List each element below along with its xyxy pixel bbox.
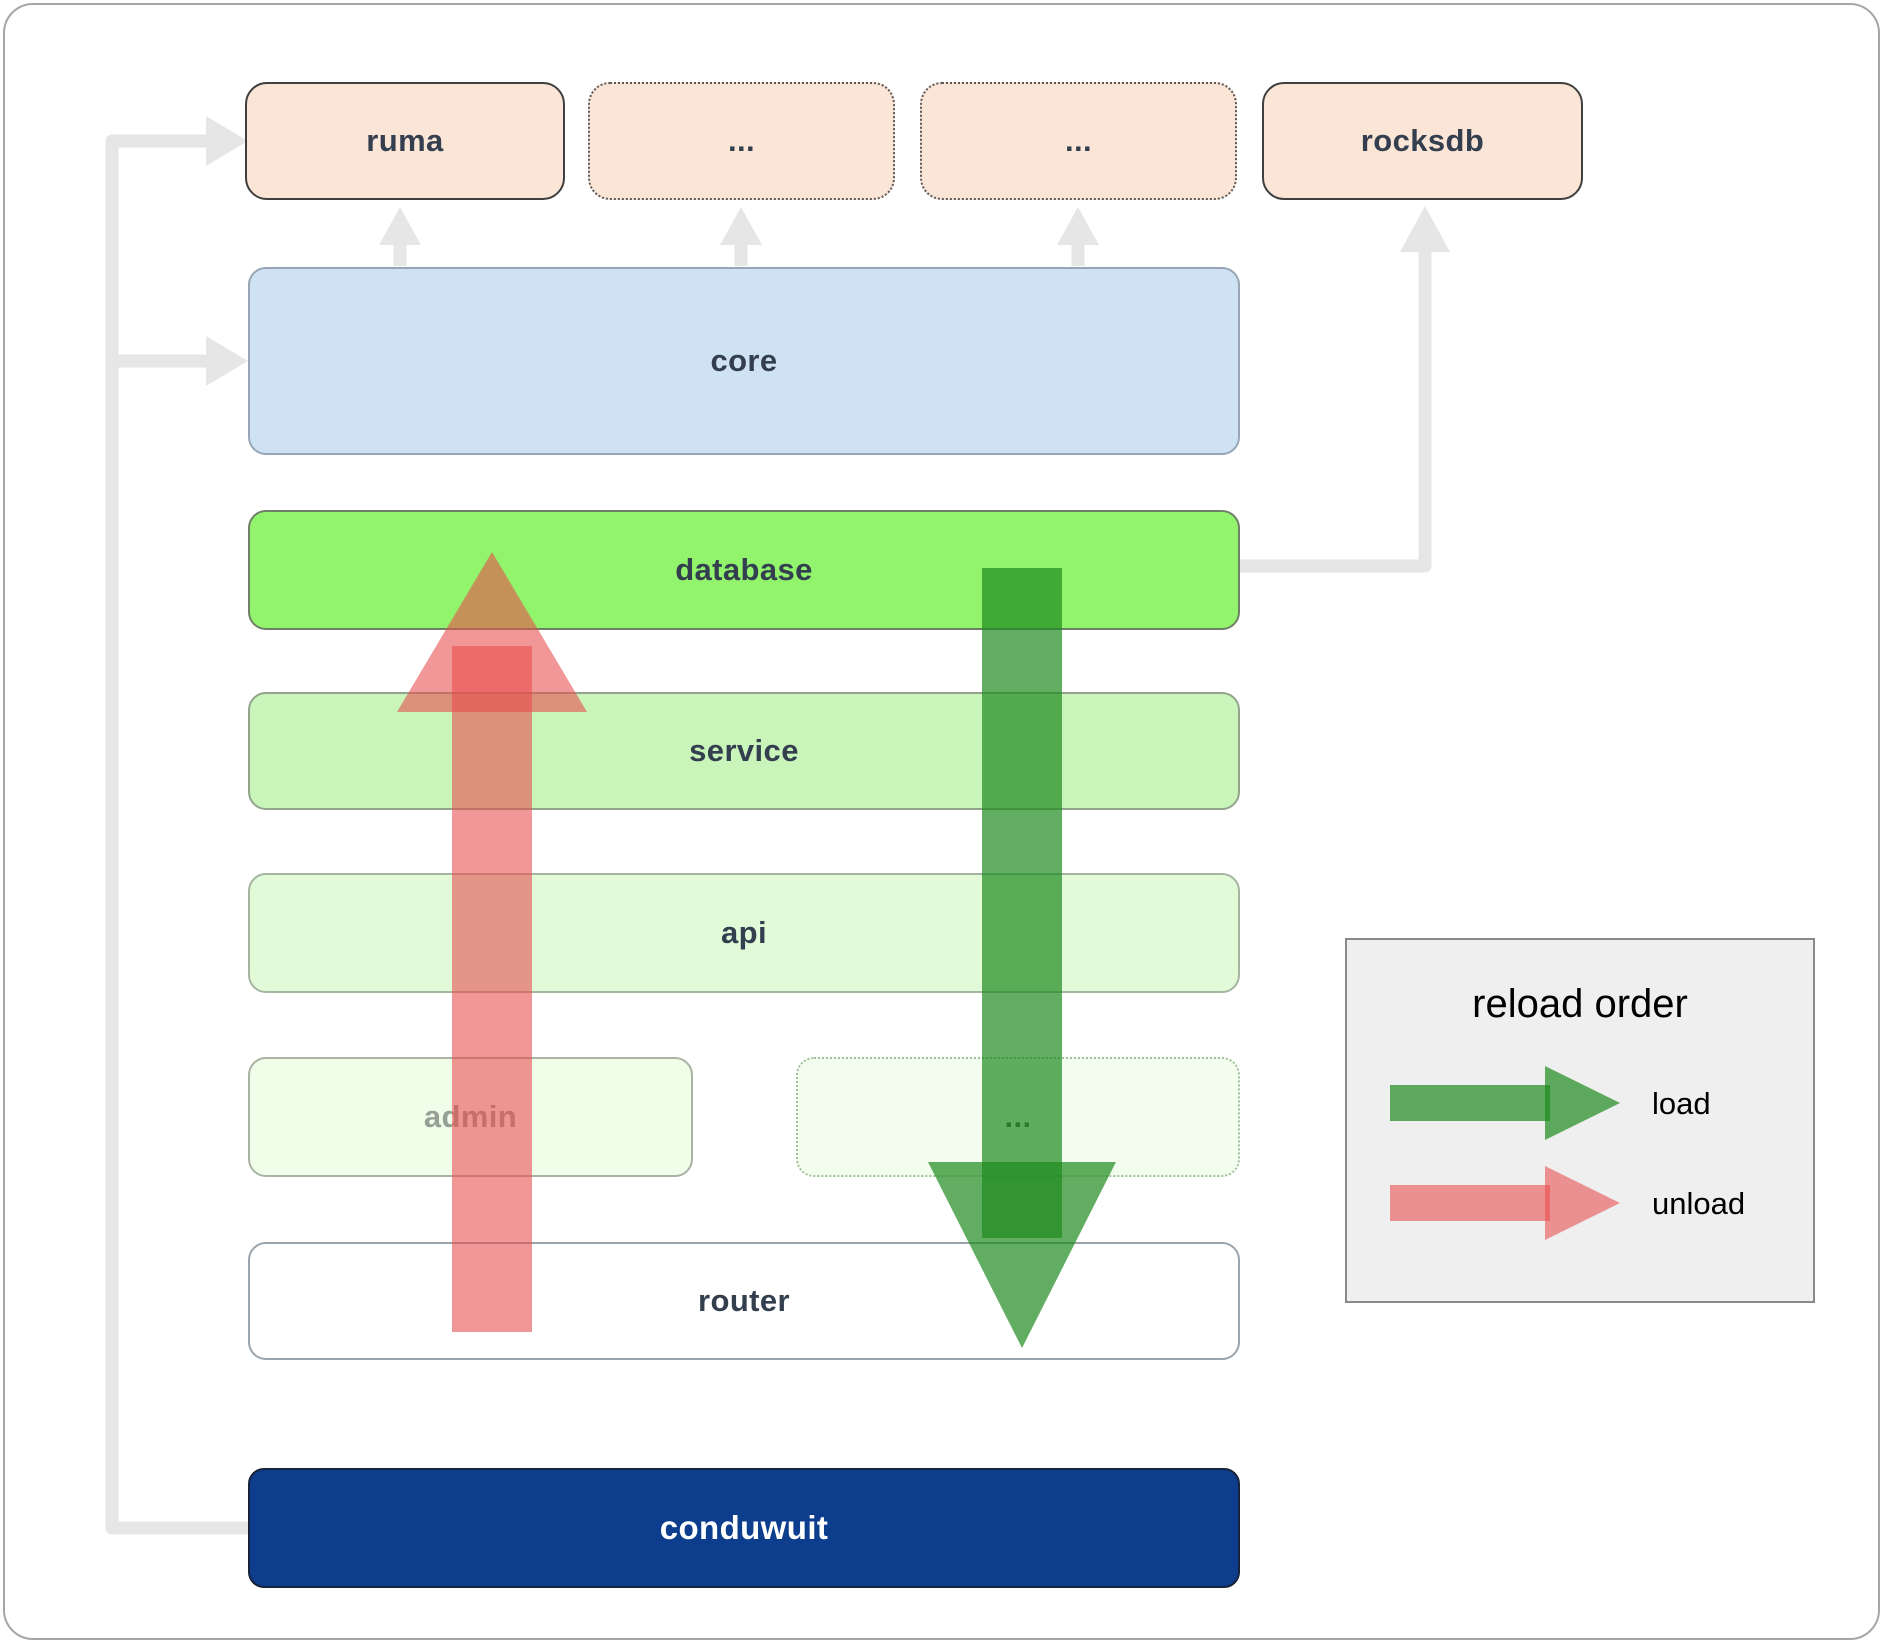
legend-title: reload order [1472, 982, 1688, 1026]
node-database: database [248, 510, 1240, 630]
node-ellipsis-c: ... [796, 1057, 1240, 1177]
legend-load-label: load [1652, 1086, 1711, 1121]
node-core: core [248, 267, 1240, 455]
node-api: api [248, 873, 1240, 993]
node-router: router [248, 1242, 1240, 1360]
node-service: service [248, 692, 1240, 810]
node-conduwuit: conduwuit [248, 1468, 1240, 1588]
node-ellipsis-b: ... [920, 82, 1237, 200]
node-admin: admin [248, 1057, 693, 1177]
diagram-frame [3, 3, 1880, 1640]
legend: reload order load unload [1345, 938, 1815, 1303]
legend-unload-label: unload [1652, 1186, 1746, 1221]
node-rocksdb: rocksdb [1262, 82, 1583, 200]
node-ellipsis-a: ... [588, 82, 895, 200]
node-ruma: ruma [245, 82, 565, 200]
